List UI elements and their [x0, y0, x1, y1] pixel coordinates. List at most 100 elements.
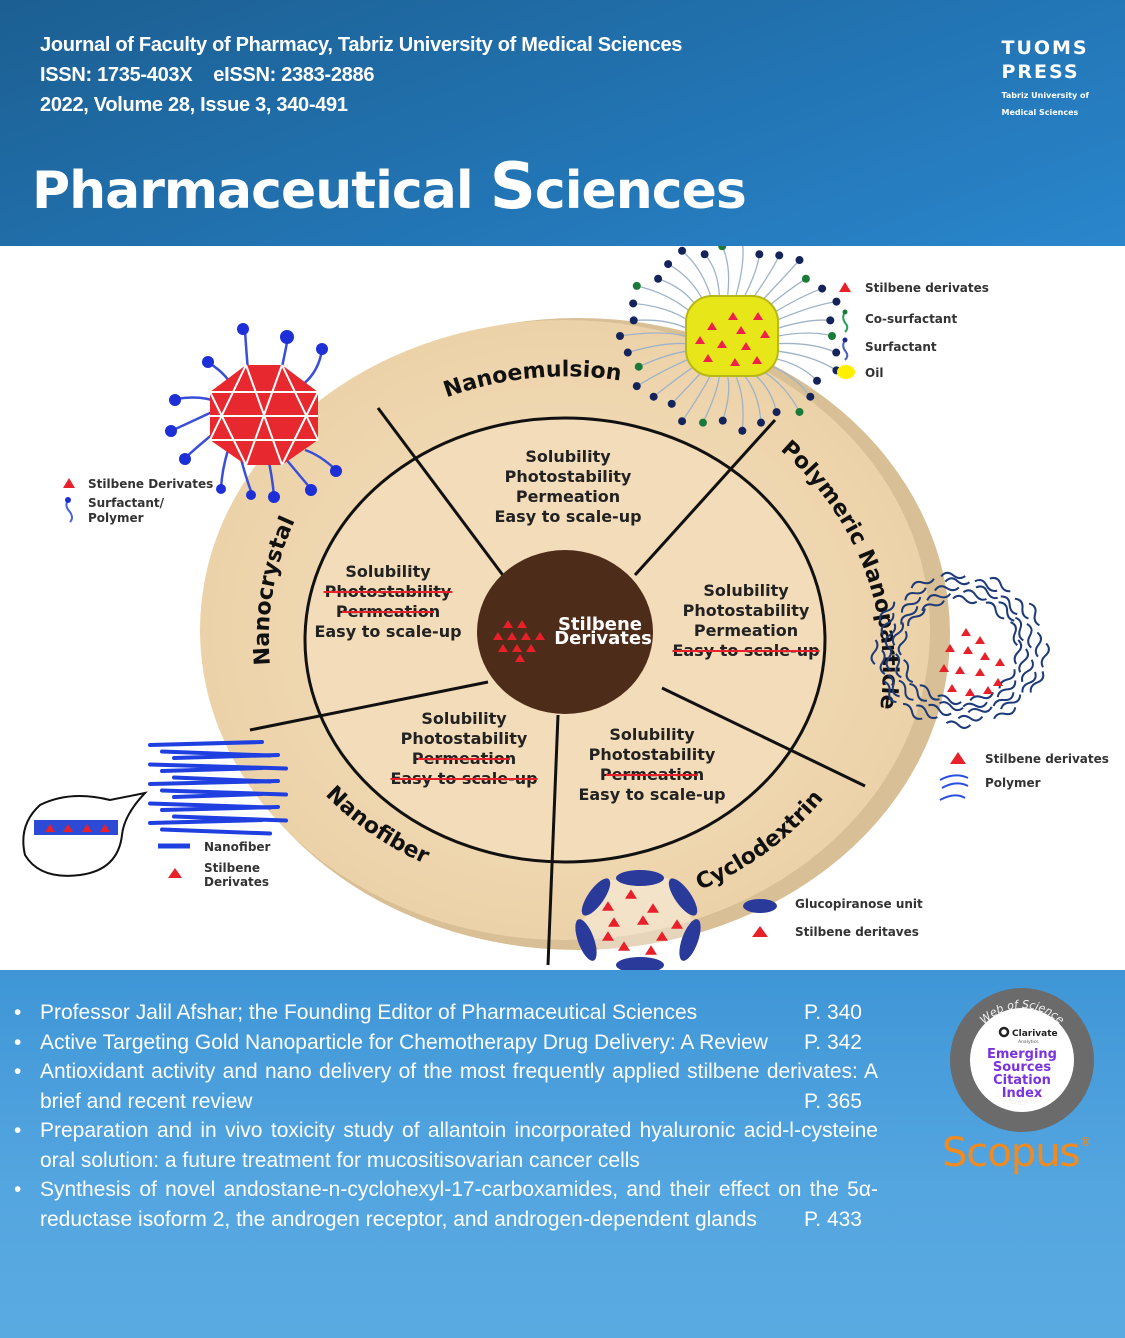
stilbene-triangle	[963, 646, 973, 654]
svg-text:Indexed: Indexed	[999, 1090, 1045, 1108]
legend-nanofiber: Nanofiber	[204, 840, 271, 854]
surfactant-head	[654, 274, 663, 283]
stilbene-triangle	[947, 684, 957, 692]
stilbene-triangle	[983, 686, 993, 694]
legend-triangle-icon	[168, 868, 182, 878]
toc-item[interactable]: •Antioxidant activity and nano delivery …	[14, 1057, 878, 1116]
bullet-icon: •	[14, 1001, 22, 1024]
divider-3	[661, 686, 866, 788]
nanofiber-strand	[172, 792, 264, 799]
surfactant-head	[775, 251, 784, 260]
stilbene-triangle	[752, 356, 762, 364]
nanocrystal-illustration: Stilbene Derivates Surfactant/ Polymer	[63, 323, 342, 525]
surfactant-head	[623, 348, 632, 357]
property-label: Photostability	[683, 601, 810, 620]
cover-footer: • Professor Jalil Afshar; the Founding Ed…	[0, 970, 1125, 1338]
toc-item[interactable]: •Synthesis of novel andostane-n-cyclohex…	[14, 1175, 878, 1234]
nanofiber-strand	[160, 766, 264, 773]
fiber-cross-section	[34, 820, 118, 835]
legend-polymer-icon	[939, 774, 969, 801]
nanoemulsion-illustration: Stilbene derivates Co-surfactant Surfact…	[616, 237, 989, 435]
stilbene-triangle	[961, 628, 971, 636]
nanofiber-illustration: Nanofiber Stilbene Derivates	[22, 740, 288, 889]
nanocrystal-heads	[165, 323, 342, 503]
surfactant-head	[772, 408, 781, 417]
surfactant-head	[832, 297, 841, 306]
nanofiber-strand	[160, 788, 288, 797]
legend-polymer: Polymer	[985, 776, 1041, 790]
stilbene-triangle	[975, 636, 985, 644]
surfactant-head	[629, 316, 638, 325]
legend-stilbene: Stilbene	[204, 861, 260, 875]
legend-cosurfactant-icon	[842, 311, 849, 333]
bullet-icon: •	[14, 1178, 22, 1201]
legend-polymer: Polymer	[88, 511, 144, 525]
stilbene-triangle	[993, 678, 1003, 686]
legend-triangle-icon	[752, 926, 768, 937]
stilbene-triangle	[521, 632, 531, 640]
publisher-line-1: TUOMS	[1001, 37, 1089, 59]
toc-item[interactable]: •Active Targeting Gold Nanoparticle for …	[14, 1028, 878, 1058]
issue-line: 2022, Volume 28, Issue 3, 340-491	[40, 94, 348, 116]
property-label: Solubility	[421, 709, 507, 728]
surfactant-head	[616, 332, 624, 340]
surfactant-head	[826, 316, 835, 325]
center-stilbene-triangles	[493, 620, 545, 662]
legend-oil-icon	[837, 365, 855, 379]
surfactant-head	[718, 416, 727, 425]
surfactant-head	[738, 426, 747, 435]
stilbene-triangle	[645, 945, 657, 955]
cyclodextrin-illustration: Glucopiranose unit Stilbene deritaves	[575, 870, 923, 973]
title-capital-s: S	[489, 150, 536, 224]
surfactant-head	[678, 246, 687, 255]
stilbene-triangle	[608, 917, 620, 927]
nanocrystal-grid	[209, 364, 319, 466]
toc-item-title: Antioxidant activity and nano delivery o…	[40, 1060, 878, 1113]
surfactant-head	[649, 392, 658, 401]
legend-derivates: Derivates	[204, 875, 269, 889]
surfactant-head	[806, 392, 815, 401]
stilbene-triangle	[736, 326, 746, 334]
stilbene-triangle	[503, 620, 513, 628]
surfactant-head	[757, 418, 766, 427]
center-circle	[477, 550, 653, 714]
stilbene-triangle	[602, 931, 614, 941]
publisher-line-2: PRESS	[1001, 61, 1080, 83]
legend-stilbene: Stilbene Derivates	[88, 477, 213, 491]
surfactant-head	[818, 284, 827, 293]
property-label: Photostability	[401, 729, 528, 748]
stilbene-triangle	[753, 312, 763, 320]
sector-dividers	[249, 407, 866, 966]
stilbene-triangle	[637, 915, 649, 925]
glucopiranose-units	[575, 870, 701, 973]
toc-item[interactable]: •Preparation and in vivo toxicity study …	[14, 1116, 878, 1175]
nanofiber-strand	[160, 805, 280, 812]
toc-item-title: Professor Jalil Afshar; the Founding Edi…	[40, 1001, 698, 1024]
nanofiber-strand	[148, 779, 280, 786]
toc-item[interactable]: • Professor Jalil Afshar; the Founding Ed…	[14, 998, 878, 1028]
stilbene-triangle	[728, 312, 738, 320]
cosurfactant-head	[795, 407, 804, 416]
legend-glucopiranose: Glucopiranose unit	[795, 897, 923, 911]
legend-surfactant: Surfactant	[865, 340, 937, 354]
title-part-2: ciences	[534, 161, 747, 221]
stilbene-triangle	[703, 354, 713, 362]
stilbene-triangle	[730, 358, 740, 366]
scopus-logo: Scopus®	[942, 1130, 1091, 1176]
surfactant-head	[795, 256, 804, 265]
property-label: Photostability	[589, 745, 716, 764]
cosurfactant-head	[698, 418, 707, 427]
legend-stilbene: Stilbene derivates	[865, 281, 989, 295]
surfactant-head	[813, 376, 822, 385]
divider-5	[249, 680, 489, 732]
publisher-sub-2: Medical Sciences	[1001, 108, 1079, 117]
stilbene-triangle	[945, 644, 955, 652]
stilbene-triangle	[980, 652, 990, 660]
divider-1	[376, 407, 507, 579]
toc-item-page: P. 342	[803, 1030, 862, 1054]
journal-name: Journal of Faculty of Pharmacy, Tabriz U…	[40, 34, 683, 56]
